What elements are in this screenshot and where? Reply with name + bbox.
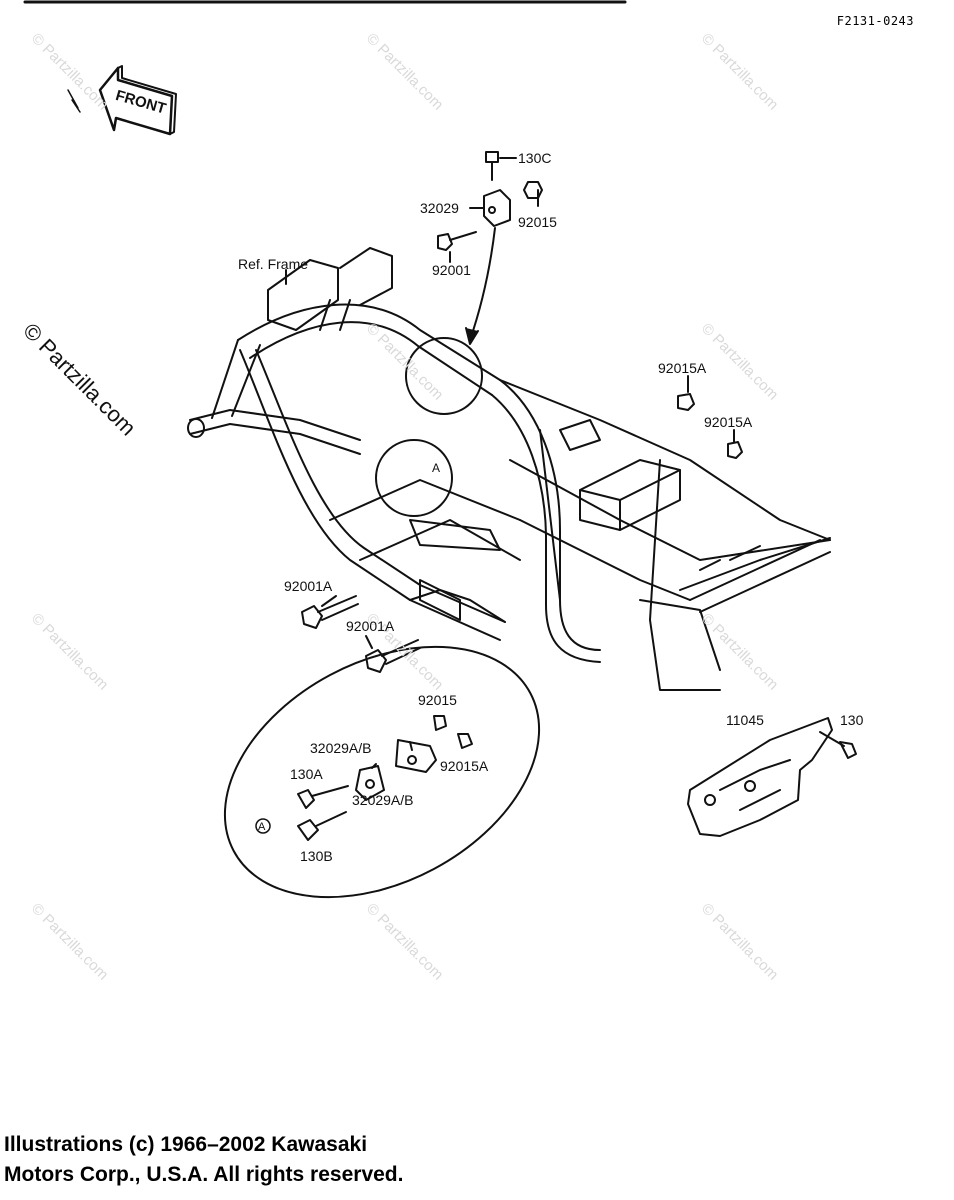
pointer-arrow bbox=[469, 227, 496, 341]
guard-11045 bbox=[687, 717, 857, 837]
bolt-92001a-1 bbox=[301, 595, 359, 629]
footer-copyright: Illustrations (c) 1966–2002 Kawasaki Mot… bbox=[4, 1130, 403, 1190]
main-frame bbox=[187, 247, 831, 691]
label-130a: 130A bbox=[290, 766, 323, 782]
inset-parts bbox=[297, 715, 473, 841]
label-11045: 11045 bbox=[726, 712, 764, 728]
label-130c: 130C bbox=[518, 150, 552, 166]
bracket-32029 bbox=[483, 189, 511, 227]
label-92015a-2: 92015A bbox=[704, 414, 753, 430]
detail-circle-a bbox=[375, 439, 453, 517]
label-130: 130 bbox=[840, 712, 864, 728]
label-130b: 130B bbox=[300, 848, 333, 864]
label-32029ab-1: 32029A/B bbox=[310, 740, 372, 756]
footer-line-2: Motors Corp., U.S.A. All rights reserved… bbox=[4, 1163, 404, 1186]
label-ref-frame: Ref. Frame bbox=[238, 256, 309, 272]
bolt-92001 bbox=[437, 231, 477, 251]
label-92001a-2: 92001A bbox=[346, 618, 395, 634]
diagram-code: F2131-0243 bbox=[836, 14, 914, 28]
label-92015a-inset: 92015A bbox=[440, 758, 489, 774]
nut-92015-top bbox=[523, 181, 543, 199]
label-92015a-1: 92015A bbox=[658, 360, 707, 376]
front-arrow bbox=[98, 65, 177, 136]
label-detail-a: A bbox=[432, 461, 441, 475]
label-detail-a-inset: A bbox=[258, 821, 266, 833]
label-92015-top: 92015 bbox=[518, 214, 557, 230]
label-32029ab-2: 32029A/B bbox=[352, 792, 414, 808]
label-92015-inset: 92015 bbox=[418, 692, 457, 708]
nut-92015a-1 bbox=[677, 393, 695, 411]
label-92001: 92001 bbox=[432, 262, 471, 278]
detail-circle-top bbox=[405, 337, 483, 415]
bolt-130c bbox=[485, 151, 499, 181]
footer-line-1: Illustrations (c) 1966–2002 Kawasaki bbox=[4, 1133, 368, 1156]
nut-92015a-2 bbox=[727, 441, 743, 459]
label-32029: 32029 bbox=[420, 200, 459, 216]
detail-oval bbox=[223, 645, 541, 899]
label-92001a-1: 92001A bbox=[284, 578, 333, 594]
